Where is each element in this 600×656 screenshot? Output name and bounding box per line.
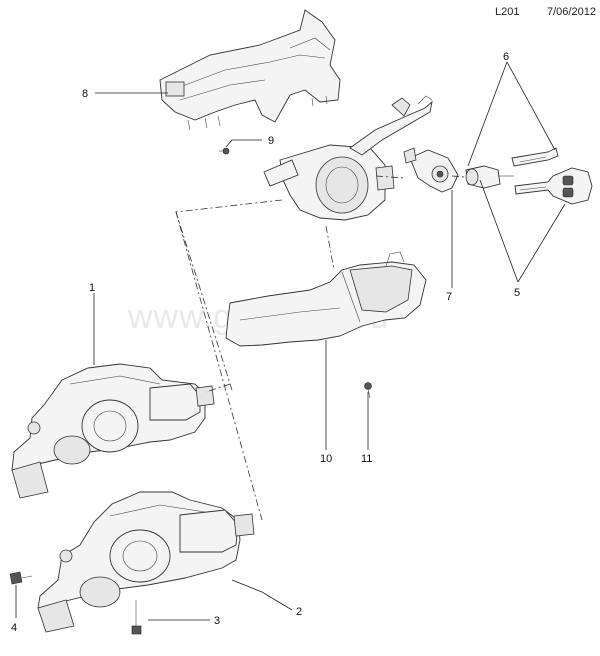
callout-1: 1 bbox=[89, 282, 95, 294]
part-key-blade[interactable] bbox=[511, 147, 559, 167]
callout-5: 5 bbox=[514, 287, 520, 299]
part-steering-column-1[interactable] bbox=[11, 363, 215, 499]
part-lower-trim-cover[interactable] bbox=[225, 251, 427, 347]
part-steering-column-2[interactable] bbox=[37, 491, 255, 633]
part-screw-lower-cover[interactable] bbox=[364, 382, 372, 399]
callout-6: 6 bbox=[503, 51, 509, 63]
part-combination-switch[interactable] bbox=[263, 95, 433, 221]
part-bolt-bottom[interactable] bbox=[131, 600, 142, 635]
callout-9: 9 bbox=[268, 135, 274, 147]
diagram-date: 7/06/2012 bbox=[547, 6, 596, 18]
callout-7: 7 bbox=[446, 291, 452, 303]
callout-11: 11 bbox=[361, 453, 372, 465]
callout-labels: 8 9 1 10 11 7 6 5 2 3 4 bbox=[11, 51, 520, 634]
callout-10: 10 bbox=[320, 453, 332, 465]
part-screw-small[interactable] bbox=[219, 147, 230, 155]
part-remote-key-fob[interactable] bbox=[514, 167, 593, 205]
leader-lines bbox=[15, 61, 566, 621]
callout-8: 8 bbox=[82, 88, 88, 100]
callout-2: 2 bbox=[296, 606, 302, 618]
callout-3: 3 bbox=[214, 615, 220, 627]
part-lock-cylinder[interactable] bbox=[465, 165, 514, 189]
part-upper-trim-cover[interactable] bbox=[159, 9, 341, 131]
diagram-code: L201 bbox=[495, 6, 520, 18]
part-bolt-column[interactable] bbox=[9, 571, 33, 585]
callout-4: 4 bbox=[11, 622, 17, 634]
assembly-lines bbox=[175, 175, 465, 521]
part-ignition-housing[interactable] bbox=[403, 147, 459, 193]
